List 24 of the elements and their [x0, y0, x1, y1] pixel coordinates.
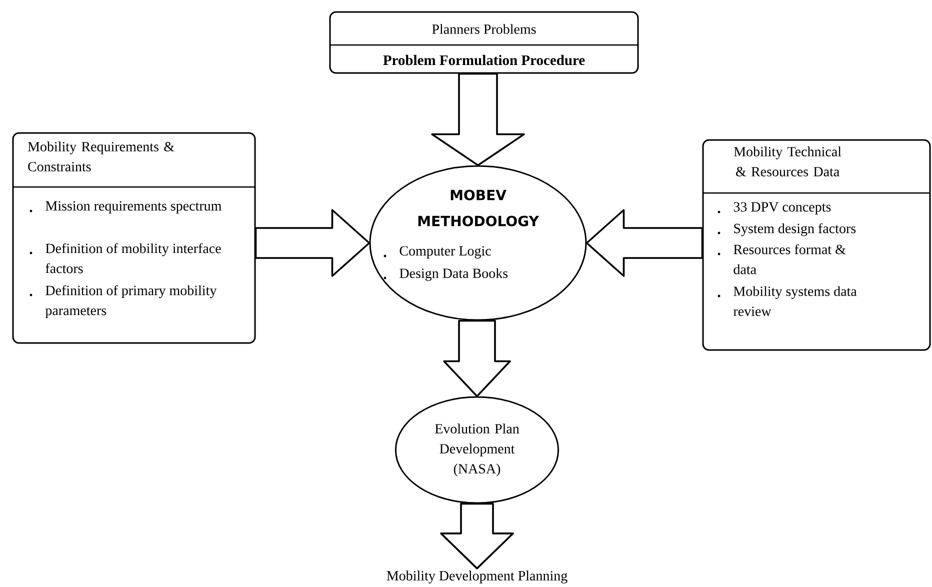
- bullet-item: Definition of mobility interface factors: [30, 243, 221, 274]
- block-arrow: [431, 72, 525, 166]
- bullet-item: Mission requirements spectrum: [30, 201, 222, 214]
- bullet-item: 33 DPV concepts: [718, 202, 831, 214]
- bullet-item: Mobility systems data review: [718, 286, 857, 316]
- bullet-item: System design factors: [718, 223, 856, 236]
- titled-box: [329, 11, 639, 74]
- process-ellipse: [369, 165, 587, 321]
- block-arrow: [586, 209, 704, 277]
- bullet-item: Design Data Books: [384, 268, 508, 281]
- bullet-item: Computer Logic: [384, 246, 491, 258]
- block-arrow: [254, 209, 370, 277]
- bullet-item: Resources format & data: [718, 244, 846, 274]
- bullet-item: Definition of primary mobility parameters: [30, 285, 217, 318]
- ellipse-heading: MOBEV METHODOLOGY: [418, 190, 540, 226]
- output-label: Mobility Development Planning: [386, 570, 568, 584]
- list-box: [702, 139, 931, 351]
- box-heading: Planners Problems: [432, 24, 536, 34]
- box-subheading: Problem Formulation Procedure: [383, 54, 585, 66]
- block-arrow: [440, 502, 514, 570]
- block-arrow: [443, 320, 511, 398]
- box-heading: Mobility Requirements & Constraints: [28, 142, 174, 172]
- list-box: [12, 132, 256, 344]
- box-heading: Mobility Technical & Resources Data: [734, 146, 842, 176]
